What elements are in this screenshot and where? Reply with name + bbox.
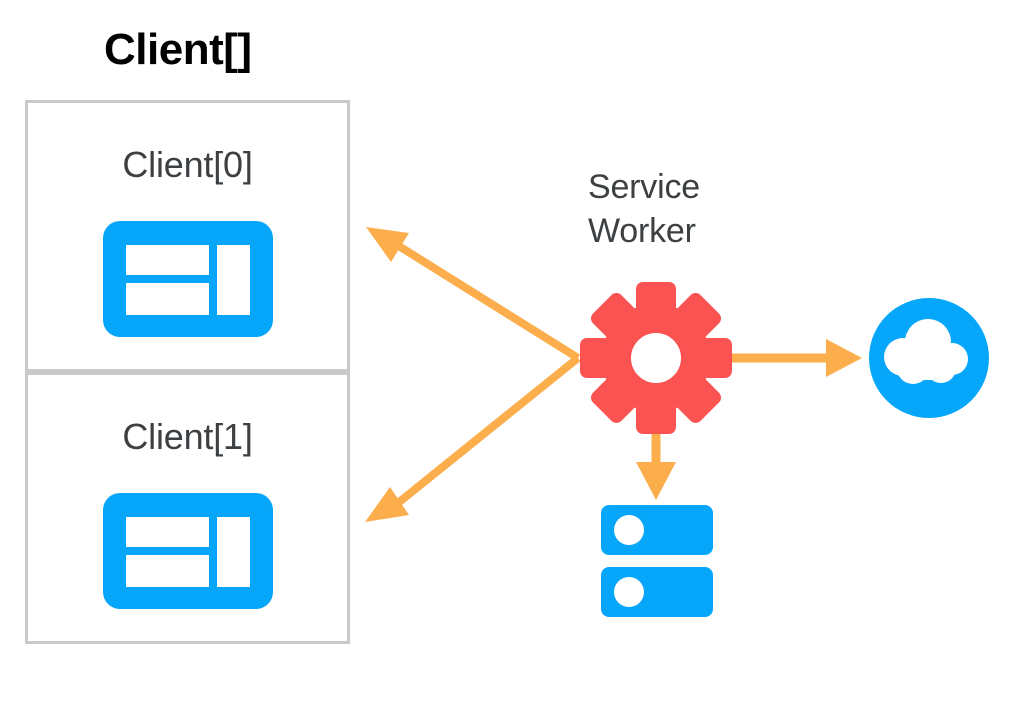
window-pane-bottom-left <box>125 283 209 315</box>
client-item-1[interactable]: Client[1] <box>25 372 350 644</box>
client-0-label: Client[0] <box>122 144 253 185</box>
browser-window-icon <box>102 221 273 337</box>
page-title: Client[] <box>104 25 252 74</box>
server-rack-top <box>601 505 713 555</box>
browser-window-icon <box>102 493 273 609</box>
cloud-glyph <box>884 319 968 384</box>
window-pane-top-left <box>125 517 209 547</box>
service-worker-label-line-2: Worker <box>588 211 696 250</box>
arrow-sw-to-client-1 <box>365 354 581 522</box>
window-pane-right <box>216 517 250 587</box>
service-worker-label-line-1: Service <box>588 168 700 206</box>
cloud-icon <box>869 298 989 418</box>
service-worker-label: Service Worker <box>588 166 700 253</box>
arrow-sw-to-storage <box>636 430 676 500</box>
gear-icon <box>580 282 732 434</box>
client-array-group: Client[0] Client[1] <box>25 100 350 646</box>
database-server-icon <box>601 505 713 617</box>
arrow-sw-to-client-0 <box>366 227 581 362</box>
client-item-0[interactable]: Client[0] <box>25 100 350 372</box>
server-rack-bottom <box>601 567 713 617</box>
window-pane-top-left <box>125 245 209 275</box>
window-pane-bottom-left <box>125 555 209 587</box>
arrow-sw-to-cloud <box>726 339 862 377</box>
client-1-label: Client[1] <box>122 416 253 457</box>
window-pane-right <box>216 245 250 315</box>
